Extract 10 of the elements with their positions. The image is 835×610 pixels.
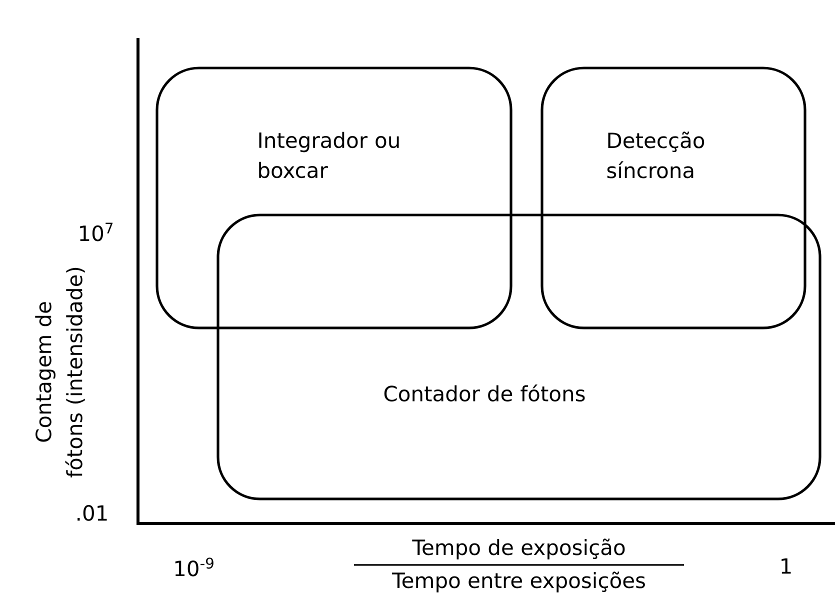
region-box: Integrador ou boxcar bbox=[156, 66, 512, 330]
tick-label: 10$^{7}$ bbox=[80, 222, 113, 242]
tick-label: 10$^{-9}$ bbox=[175, 558, 214, 576]
axis-title: Contagem de fótons (intensidade) bbox=[35, 268, 85, 478]
axis-title: Tempo de exposição bbox=[412, 538, 625, 560]
region-box: Contador de fótons bbox=[216, 214, 822, 500]
tick-label: 1 bbox=[782, 558, 791, 574]
axis-title: Tempo entre exposições bbox=[392, 572, 645, 592]
region-box: Detecção síncrona bbox=[540, 66, 806, 330]
tick-label: .01 bbox=[78, 505, 107, 521]
